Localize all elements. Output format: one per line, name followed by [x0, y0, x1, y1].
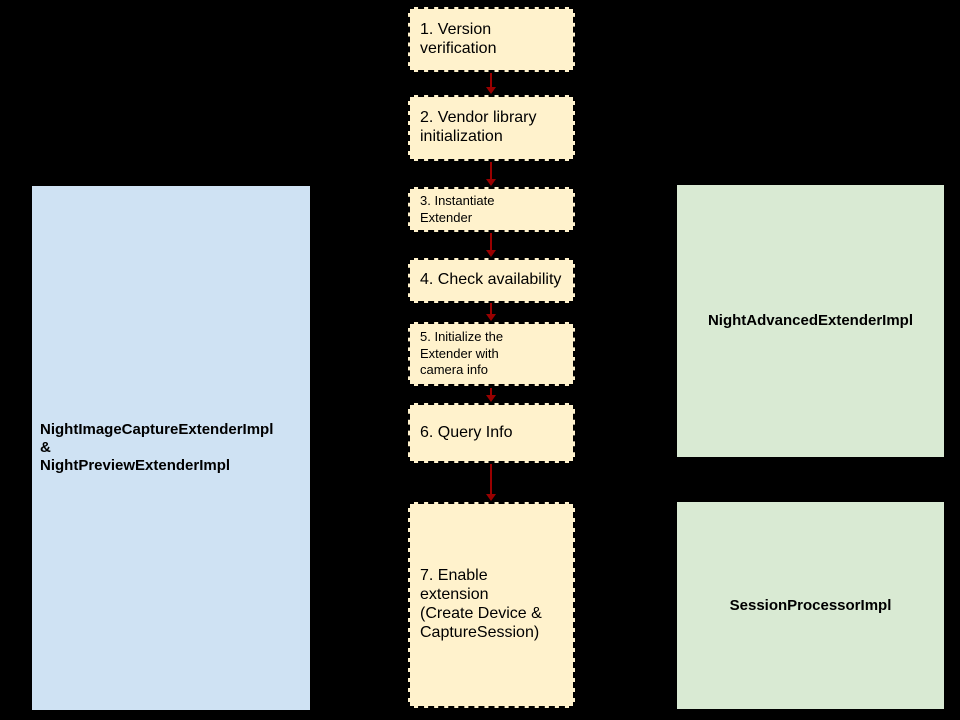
arrow-shaft	[490, 388, 492, 395]
flow-arrow-3-4	[485, 233, 497, 257]
right-entity-box-session-processor: SessionProcessorImpl	[677, 502, 944, 709]
arrow-shaft	[490, 303, 492, 314]
flow-step-3-instantiate-extender: 3. Instantiate Extender	[408, 187, 575, 232]
arrow-head-icon	[486, 395, 496, 402]
arrow-shaft	[490, 162, 492, 179]
flow-step-label: 2. Vendor library initialization	[420, 109, 537, 145]
flow-step-label: 4. Check availability	[420, 271, 562, 289]
flow-step-label: 3. Instantiate Extender	[420, 192, 495, 225]
right-entity-label: SessionProcessorImpl	[729, 596, 892, 614]
arrow-shaft	[490, 233, 492, 250]
flow-arrow-4-5	[485, 303, 497, 321]
flow-step-label: 1. Version verification	[420, 20, 497, 57]
left-entity-box-night-extenders: NightImageCaptureExtenderImpl & NightPre…	[32, 186, 310, 710]
arrow-head-icon	[486, 314, 496, 321]
arrow-head-icon	[486, 87, 496, 94]
flow-step-7-enable-extension: 7. Enable extension (Create Device & Cap…	[408, 502, 575, 708]
flow-arrow-1-2	[485, 73, 497, 94]
flow-arrow-6-7	[485, 464, 497, 501]
left-entity-label: NightImageCaptureExtenderImpl & NightPre…	[40, 421, 274, 474]
arrow-head-icon	[486, 179, 496, 186]
flow-step-label: 5. Initialize the Extender with camera i…	[420, 328, 504, 378]
flow-step-label: 7. Enable extension (Create Device & Cap…	[420, 567, 542, 641]
flow-step-4-check-availability: 4. Check availability	[408, 258, 575, 303]
flow-step-label: 6. Query Info	[420, 423, 513, 441]
flow-arrow-2-3	[485, 162, 497, 186]
arrow-shaft	[490, 464, 492, 494]
flow-step-5-initialize-extender: 5. Initialize the Extender with camera i…	[408, 322, 575, 386]
arrow-shaft	[490, 73, 492, 87]
right-entity-label: NightAdvancedExtenderImpl	[707, 312, 914, 329]
arrow-head-icon	[486, 494, 496, 501]
right-entity-box-night-advanced-extender: NightAdvancedExtenderImpl	[677, 185, 944, 457]
flow-arrow-5-6	[485, 388, 497, 402]
flow-step-2-vendor-library-init: 2. Vendor library initialization	[408, 95, 575, 161]
flow-step-6-query-info: 6. Query Info	[408, 403, 575, 463]
arrow-head-icon	[486, 250, 496, 257]
flow-step-1-version-verification: 1. Version verification	[408, 7, 575, 72]
